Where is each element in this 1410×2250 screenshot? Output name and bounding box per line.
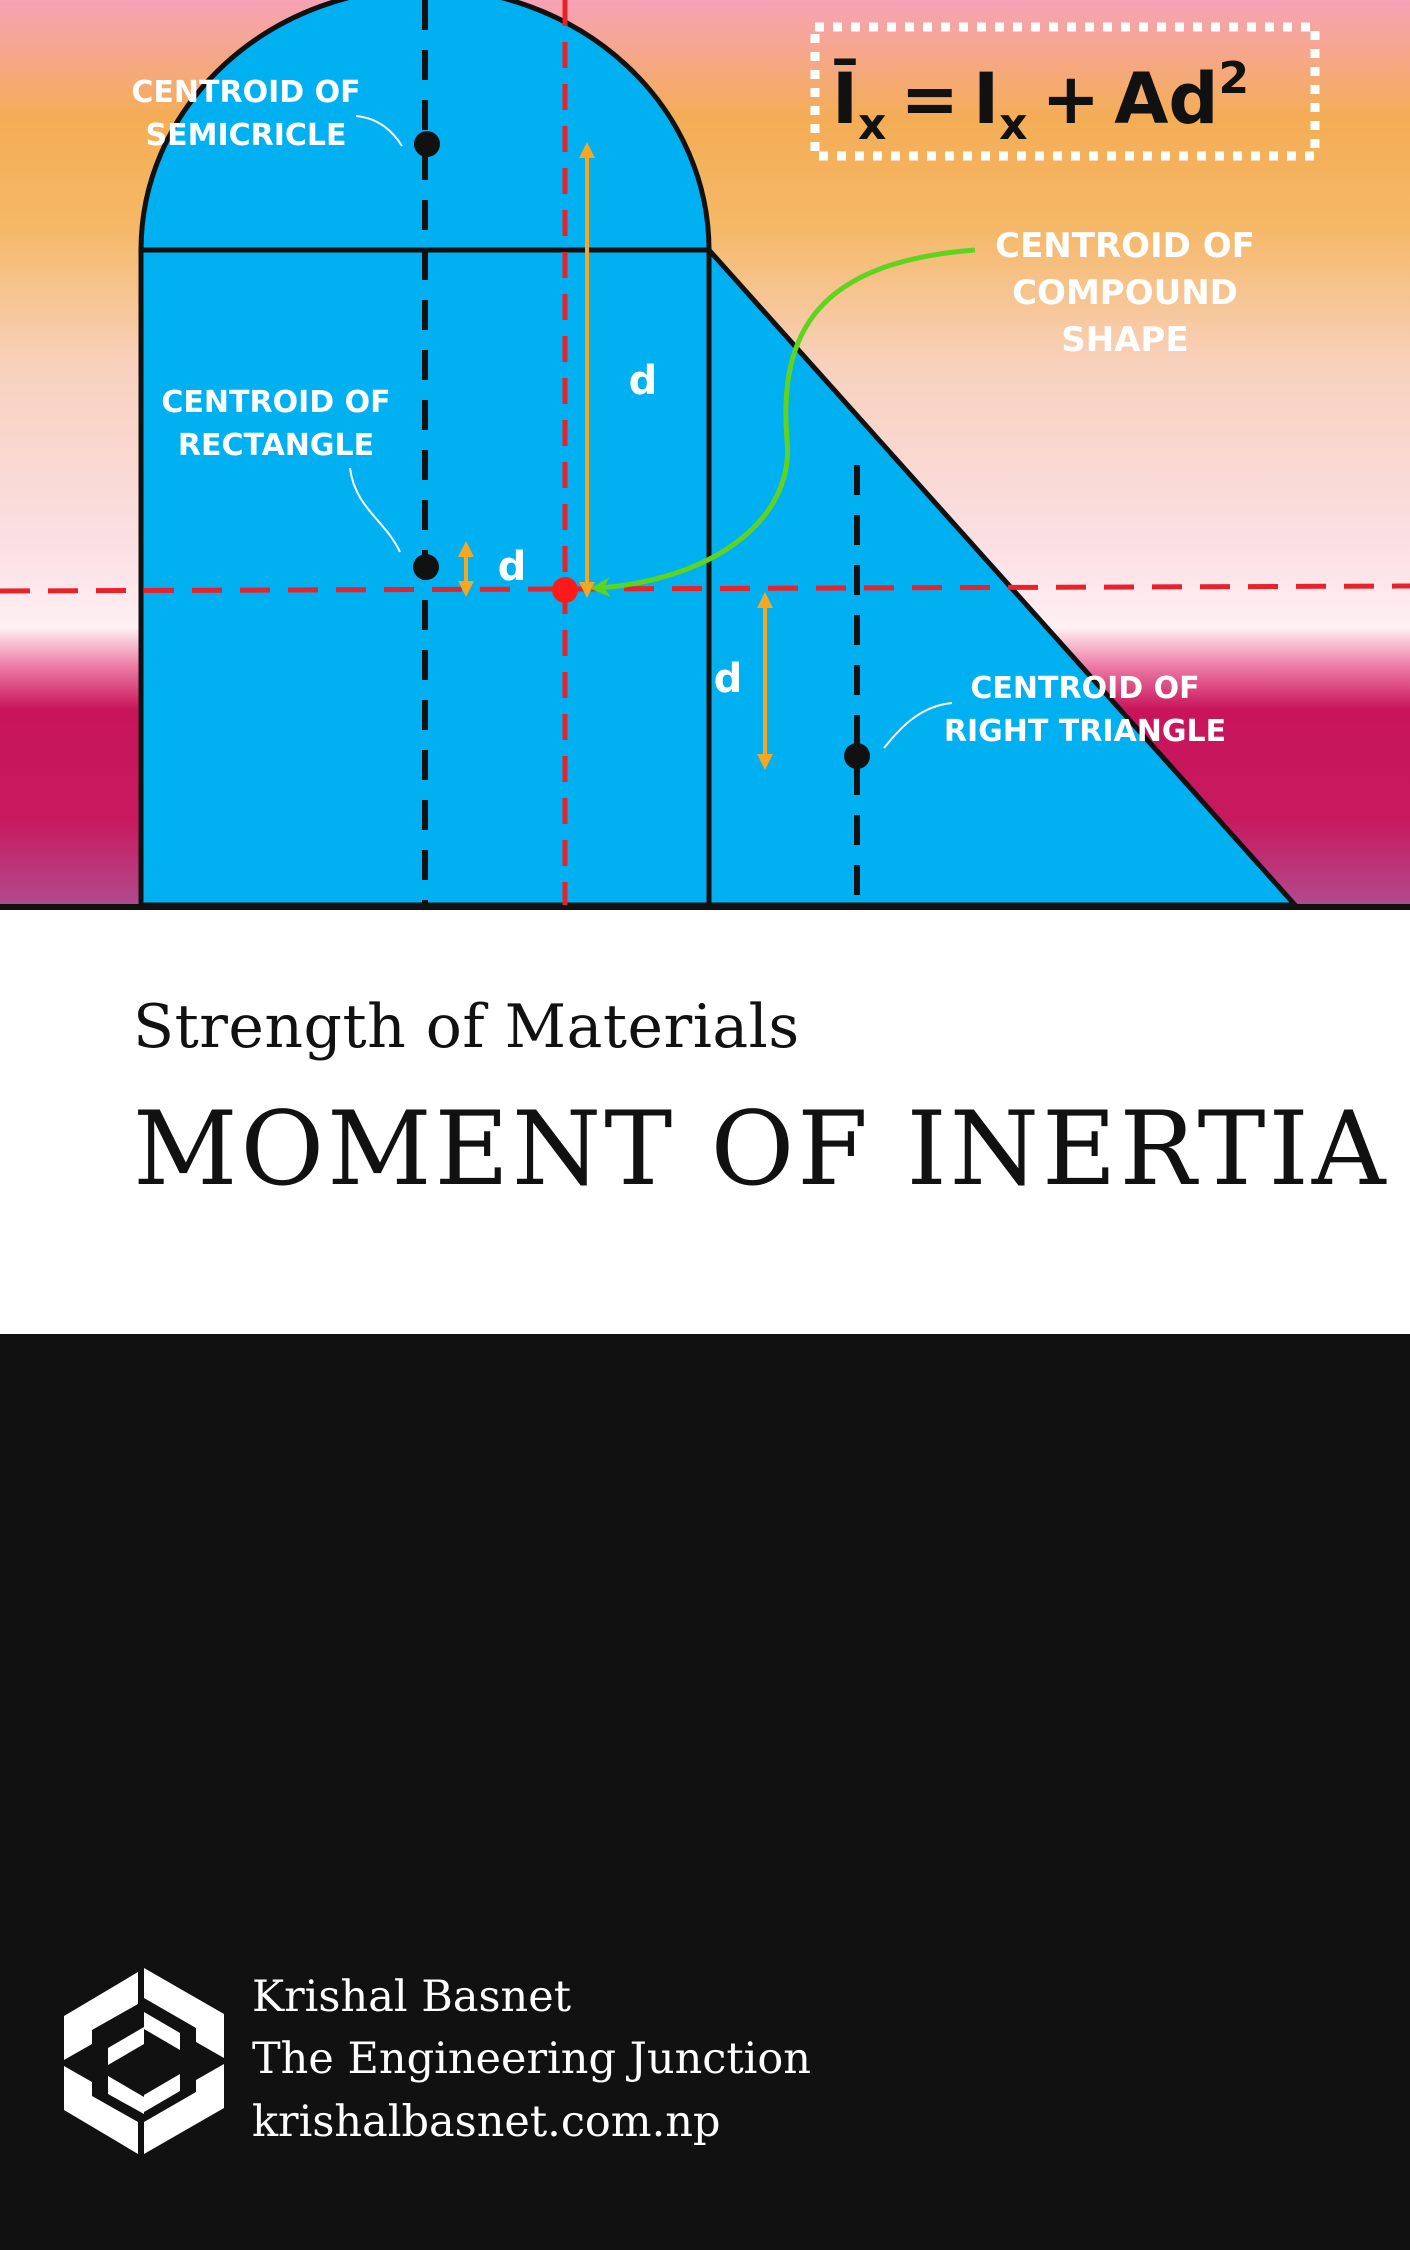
author-footer: Krishal Basnet The Engineering Junction … [0, 1334, 1410, 2250]
d-label-rectangle: d [498, 544, 527, 590]
d-label-triangle: d [714, 656, 743, 702]
book-subtitle: Strength of Materials [133, 992, 800, 1062]
hexagon-swirl-icon [64, 1968, 224, 2154]
rectangle-centroid-label-line2: RECTANGLE [178, 428, 374, 463]
compound-pointer-arrow [590, 247, 976, 598]
book-title: MOMENT OF INERTIA [133, 1090, 1389, 1209]
semicircle-label-pointer [355, 115, 403, 147]
semicircle-centroid-dot [414, 131, 440, 157]
parallel-axis-formula: Īx=Ix+Ad2 [832, 53, 1249, 150]
semicircle-centroid-label-line2: SEMICRICLE [145, 118, 346, 153]
rectangle-label-pointer [349, 467, 401, 553]
rectangle-centroid-label-line1: CENTROID OF [161, 385, 390, 420]
triangle-label-pointer [883, 702, 953, 749]
compound-centroid-label-line2: COMPOUND [1012, 273, 1238, 313]
d-label-semicircle: d [629, 358, 658, 404]
compound-shape-figure: Īx=Ix+Ad2 CENTROID OF SEMICRICLE CENTROI… [0, 0, 1410, 910]
website-url: krishalbasnet.com.np [252, 2097, 721, 2147]
semicircle-centroid-label-line1: CENTROID OF [131, 75, 360, 110]
triangle-centroid-label-line1: CENTROID OF [970, 671, 1199, 706]
triangle-centroid-dot [844, 743, 870, 769]
author-name: Krishal Basnet [252, 1972, 571, 2022]
publisher-name: The Engineering Junction [252, 2034, 811, 2084]
formula-box [810, 22, 1320, 161]
compound-horizontal-axis [0, 583, 1410, 594]
rectangle-centroid-dot [413, 554, 439, 580]
triangle-centroid-label-line2: RIGHT TRIANGLE [944, 714, 1226, 749]
compound-centroid-label-line3: SHAPE [1061, 320, 1188, 360]
compound-centroid-dot [552, 577, 578, 603]
compound-centroid-label-line1: CENTROID OF [995, 226, 1255, 266]
title-panel: Strength of Materials MOMENT OF INERTIA [0, 910, 1410, 1334]
